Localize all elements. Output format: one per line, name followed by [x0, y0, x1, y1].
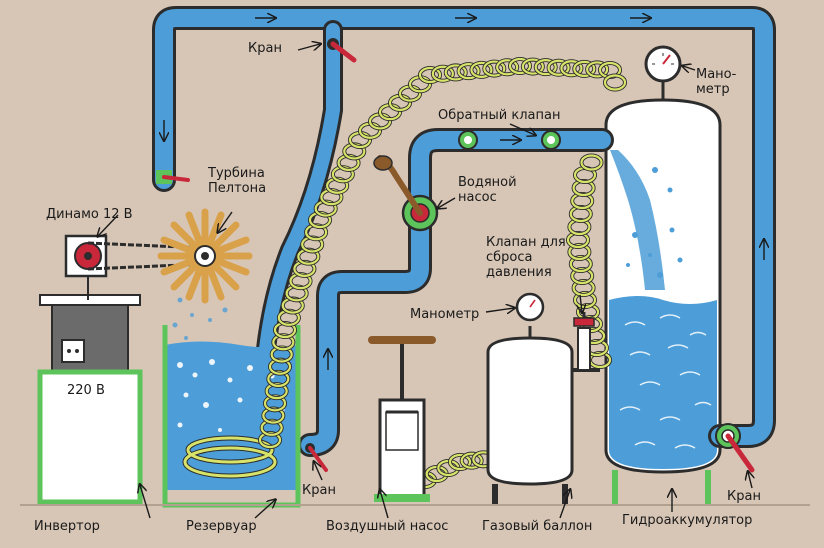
- label-gidro: Гидроаккумулятор: [622, 513, 752, 528]
- hose-coil-fill: [431, 65, 454, 82]
- hose-coil-fill: [534, 59, 557, 76]
- check-valve-icon: [458, 130, 561, 150]
- hose-coil-fill: [560, 60, 583, 77]
- label-dynamo: Динамо 12 В: [46, 207, 133, 222]
- label-obratny: Обратный клапан: [438, 108, 560, 123]
- label-kran-top: Кран: [248, 41, 282, 56]
- hose-coil-fill: [547, 59, 570, 76]
- label-kran-bottom-left: Кран: [302, 483, 336, 498]
- pump-pipe: [298, 128, 614, 457]
- pressure-gauge-icon: [644, 45, 682, 100]
- pelton-wheel-icon: [157, 208, 253, 340]
- water-pump-icon: [373, 155, 439, 232]
- hose-coil-fill: [470, 61, 493, 78]
- label-vozdushny: Воздушный насос: [326, 519, 448, 534]
- top-valve-icon: [327, 38, 357, 63]
- label-kran-bottom-right: Кран: [727, 489, 761, 504]
- hose-coil-fill: [418, 66, 442, 84]
- flow-arrows: [98, 18, 764, 519]
- hose-coil-fill: [444, 64, 467, 81]
- hose-coil-fill: [496, 59, 519, 76]
- hose-coil-fill: [448, 453, 472, 471]
- hose-coil-fill: [460, 452, 483, 469]
- hose-coil-fill: [586, 61, 609, 78]
- hose-coil-fill: [573, 60, 596, 77]
- hose-coil-fill: [521, 58, 544, 75]
- spiral-hose: [258, 57, 627, 489]
- inverter-box: [37, 294, 143, 505]
- hose-coil-fill: [603, 74, 627, 91]
- power-outlet-icon: [61, 339, 85, 363]
- label-invertor: Инвертор: [34, 519, 100, 534]
- reservoir-tank: [162, 325, 301, 508]
- hydro-accumulator-tank: [604, 98, 722, 505]
- air-pump-icon: [368, 336, 436, 502]
- bottom-right-valve-icon: [715, 423, 755, 473]
- label-voltage: 220 В: [67, 383, 105, 398]
- label-manometr-top: Мано-метр: [696, 67, 737, 97]
- gas-cylinder: [486, 292, 600, 506]
- hose-coil-fill: [580, 154, 603, 171]
- label-gazovy: Газовый баллон: [482, 519, 592, 534]
- turbine-valve-icon: [156, 170, 190, 184]
- hose-coil-fill: [508, 57, 532, 75]
- label-rezervuar: Резервуар: [186, 519, 257, 534]
- label-manometr-mid: Манометр: [410, 307, 479, 322]
- hose-coil-fill: [483, 60, 506, 77]
- hose-coil-fill: [457, 63, 480, 80]
